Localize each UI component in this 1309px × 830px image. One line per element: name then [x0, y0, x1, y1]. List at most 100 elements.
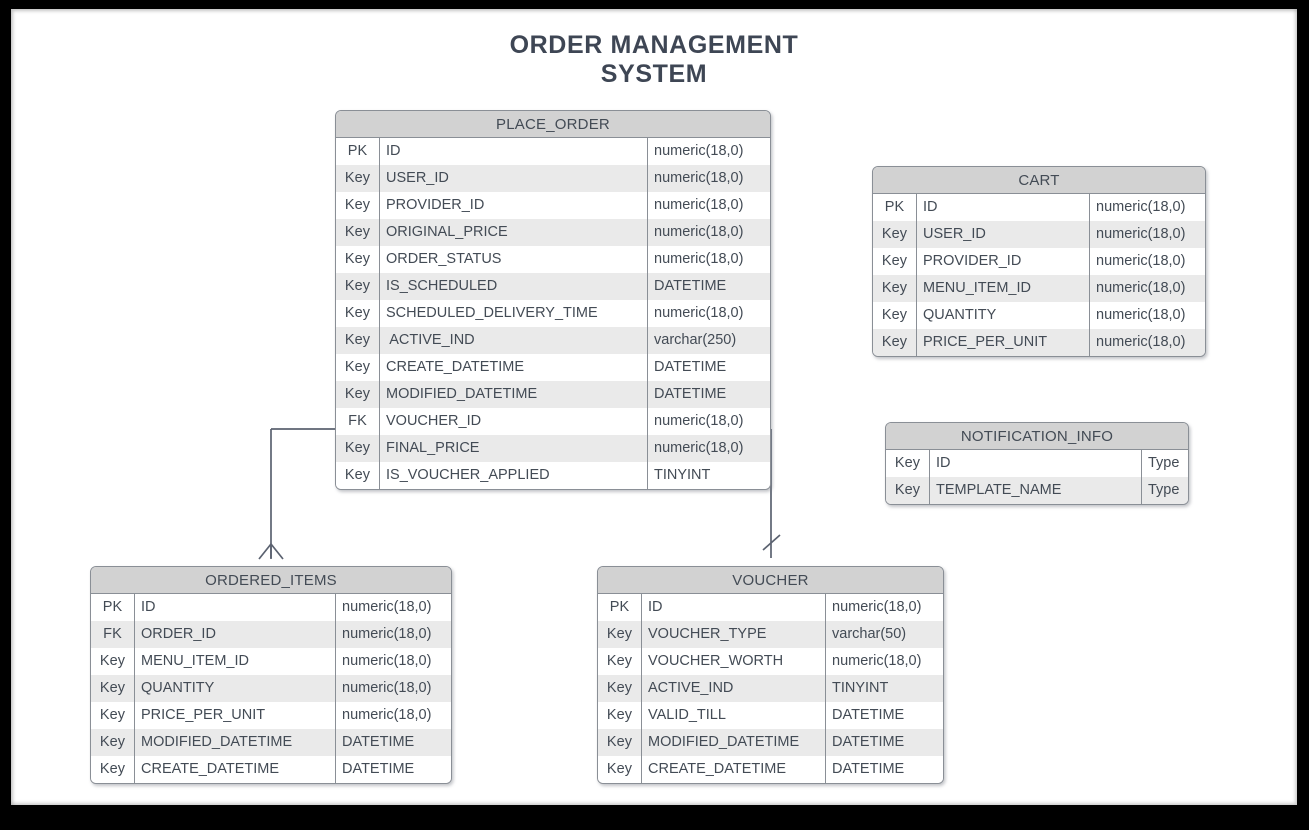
row-column-name: ID: [930, 450, 1142, 477]
row-key-label: Key: [873, 248, 917, 275]
row-data-type: DATETIME: [654, 359, 727, 375]
row-key-label: PK: [873, 194, 917, 221]
row-data-type: numeric(18,0): [654, 440, 744, 456]
row-key-label: Key: [873, 275, 917, 302]
row-column-name: QUANTITY: [135, 675, 336, 702]
row-key-label: Key: [598, 621, 642, 648]
row-key-label: Key: [336, 381, 380, 408]
row-data-type: numeric(18,0): [1096, 334, 1186, 350]
row-column-name: SCHEDULED_DELIVERY_TIME: [380, 300, 648, 327]
row-data-type: DATETIME: [832, 761, 905, 777]
row-key-label: Key: [91, 648, 135, 675]
row-column-name: ID: [642, 594, 826, 621]
row-key-label: FK: [91, 621, 135, 648]
row-data-type: DATETIME: [654, 278, 727, 294]
row-data-type: numeric(18,0): [654, 224, 744, 240]
row-data-type: varchar(50): [832, 626, 907, 642]
row-column-name: PRICE_PER_UNIT: [135, 702, 336, 729]
row-key-label: Key: [873, 329, 917, 356]
cardinality-optional-slash-voucher: [762, 534, 781, 551]
row-column-name: ID: [917, 194, 1090, 221]
row-column-name: ORIGINAL_PRICE: [380, 219, 648, 246]
row-column-name: USER_ID: [380, 165, 648, 192]
row-key-label: Key: [91, 675, 135, 702]
row-key-label: FK: [336, 408, 380, 435]
row-key-label: Key: [336, 165, 380, 192]
row-data-type: numeric(18,0): [1096, 280, 1186, 296]
row-column-name: USER_ID: [917, 221, 1090, 248]
row-column-name: ID: [135, 594, 336, 621]
row-column-name: IS_VOUCHER_APPLIED: [380, 462, 648, 489]
row-data-type: DATETIME: [342, 761, 415, 777]
row-data-type: numeric(18,0): [832, 599, 922, 615]
entity-title-ordered-items: ORDERED_ITEMS: [91, 567, 451, 594]
row-column-name: ACTIVE_IND: [642, 675, 826, 702]
row-key-label: Key: [336, 435, 380, 462]
row-data-type: numeric(18,0): [1096, 199, 1186, 215]
row-column-name: MODIFIED_DATETIME: [135, 729, 336, 756]
row-column-name: IS_SCHEDULED: [380, 273, 648, 300]
diagram-canvas: ORDER MANAGEMENT SYSTEM PLA: [11, 9, 1297, 805]
row-column-name: ACTIVE_IND: [380, 327, 648, 354]
row-key-label: Key: [91, 756, 135, 783]
row-key-label: Key: [91, 702, 135, 729]
row-column-name: CREATE_DATETIME: [135, 756, 336, 783]
row-key-label: Key: [91, 729, 135, 756]
row-data-type: numeric(18,0): [1096, 226, 1186, 242]
row-key-label: Key: [336, 246, 380, 273]
row-data-type: DATETIME: [342, 734, 415, 750]
row-key-label: Key: [336, 354, 380, 381]
crows-foot-many-ordered-items: [258, 543, 284, 560]
row-column-name: MODIFIED_DATETIME: [642, 729, 826, 756]
row-data-type: numeric(18,0): [342, 653, 432, 669]
row-column-name: PROVIDER_ID: [917, 248, 1090, 275]
row-column-name: ID: [380, 138, 648, 165]
row-key-label: Key: [598, 648, 642, 675]
entity-title-place-order: PLACE_ORDER: [336, 111, 770, 138]
row-column-name: ORDER_ID: [135, 621, 336, 648]
row-column-name: VOUCHER_WORTH: [642, 648, 826, 675]
row-data-type: varchar(250): [654, 332, 737, 348]
row-column-name: VOUCHER_ID: [380, 408, 648, 435]
row-key-label: Key: [886, 477, 930, 504]
row-column-name: MENU_ITEM_ID: [917, 275, 1090, 302]
row-data-type: numeric(18,0): [654, 413, 744, 429]
row-data-type: numeric(18,0): [654, 251, 744, 267]
row-data-type: Type: [1148, 455, 1180, 471]
row-data-type: numeric(18,0): [654, 197, 744, 213]
row-column-name: CREATE_DATETIME: [380, 354, 648, 381]
row-key-label: PK: [336, 138, 380, 165]
